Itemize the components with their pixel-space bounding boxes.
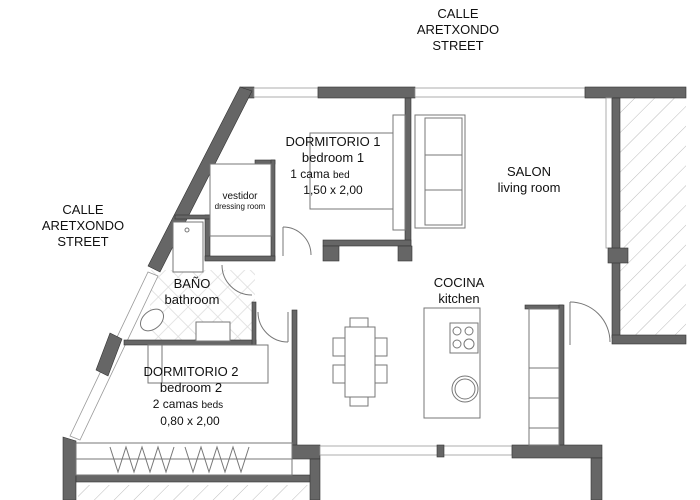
toilet <box>139 308 165 332</box>
svg-text:CALLE: CALLE <box>437 6 479 21</box>
room-label-dormitorio-1: DORMITORIO 1 bedroom 1 1 cama bed 1,50 x… <box>285 134 380 197</box>
kitchen-island <box>423 307 481 419</box>
exterior-wall-top <box>239 86 687 99</box>
terrace-bottom <box>78 485 318 500</box>
dressing-room-unit <box>209 163 272 237</box>
svg-text:BAÑO: BAÑO <box>174 276 211 291</box>
kitchen-counter <box>528 308 560 446</box>
exterior-wall-bottom <box>75 444 603 500</box>
room-label-dormitorio-2: DORMITORIO 2 bedroom 2 2 camas beds 0,80… <box>143 364 238 428</box>
doors <box>221 226 611 345</box>
svg-text:COCINA: COCINA <box>434 275 485 290</box>
double-bed <box>309 114 406 231</box>
svg-text:bedroom 1: bedroom 1 <box>302 150 364 165</box>
washbasin <box>195 321 231 342</box>
room-label-vestidor: vestidor dressing room <box>215 191 266 211</box>
svg-text:bathroom: bathroom <box>165 292 220 307</box>
svg-text:ARETXONDO: ARETXONDO <box>417 22 499 37</box>
svg-text:bedroom 2: bedroom 2 <box>160 380 222 395</box>
sofa <box>414 114 466 229</box>
svg-text:STREET: STREET <box>432 38 483 53</box>
cooktop <box>449 322 479 354</box>
svg-text:2 camas beds: 2 camas beds <box>153 397 223 411</box>
svg-text:1 cama bed: 1 cama bed <box>290 167 349 181</box>
street-label-top: CALLE ARETXONDO STREET <box>417 6 499 53</box>
svg-text:DORMITORIO 1: DORMITORIO 1 <box>285 134 380 149</box>
terrace-right <box>620 98 686 335</box>
bathtub <box>172 221 204 273</box>
svg-text:0,80 x 2,00: 0,80 x 2,00 <box>160 414 220 428</box>
svg-text:SALON: SALON <box>507 164 551 179</box>
room-label-salon: SALON living room <box>498 164 561 195</box>
svg-text:CALLE: CALLE <box>62 202 104 217</box>
street-label-left: CALLE ARETXONDO STREET <box>42 202 124 249</box>
interior-walls <box>123 97 565 449</box>
exterior-wall-right <box>605 97 687 345</box>
svg-text:vestidor: vestidor <box>222 191 258 202</box>
svg-text:living room: living room <box>498 180 561 195</box>
sink <box>451 375 479 403</box>
room-label-cocina: COCINA kitchen <box>434 275 485 306</box>
svg-text:1,50 x 2,00: 1,50 x 2,00 <box>303 183 363 197</box>
wardrobe <box>75 442 293 476</box>
svg-text:dressing room: dressing room <box>215 202 266 211</box>
dining-table <box>332 317 388 407</box>
svg-text:ARETXONDO: ARETXONDO <box>42 218 124 233</box>
svg-text:DORMITORIO 2: DORMITORIO 2 <box>143 364 238 379</box>
twin-beds <box>147 344 269 384</box>
svg-text:STREET: STREET <box>57 234 108 249</box>
room-label-bano: BAÑO bathroom <box>165 276 220 307</box>
svg-text:kitchen: kitchen <box>438 291 479 306</box>
